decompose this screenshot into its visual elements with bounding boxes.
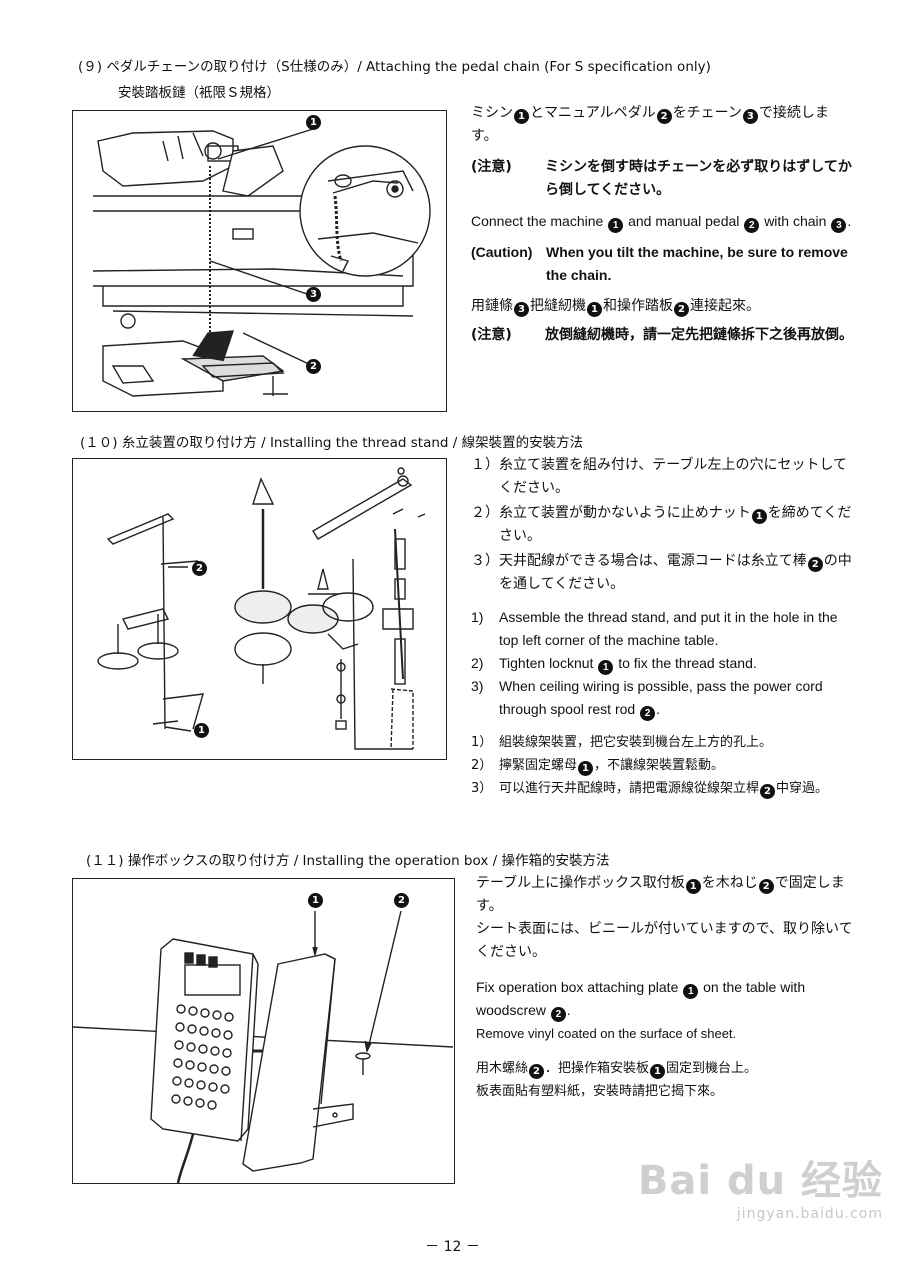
thread-stand-figure: 2 1 [72, 458, 447, 760]
s9-en-para: Connect the machine 1 and manual pedal 2… [471, 213, 852, 233]
s11-en-para2: Remove vinyl coated on the surface of sh… [476, 1026, 737, 1041]
s9-en-caution: (Caution)When you tilt the machine, be s… [471, 244, 848, 283]
callout-1: 1 [306, 115, 321, 130]
callout-2: 2 [394, 893, 409, 908]
callout-2: 2 [192, 561, 207, 576]
callout-2: 2 [306, 359, 321, 374]
s11-zh-para2: 板表面貼有塑料紙，安裝時請把它揭下來。 [476, 1084, 724, 1099]
section-11-title: (１１) 操作ボックスの取り付け方 / Installing the opera… [86, 853, 610, 869]
s10-jp-steps: １）糸立て装置を組み付け、テーブル左上の穴にセットしてください。 ２）糸立て装置… [471, 454, 855, 596]
s11-jp-para2: シート表面には、ビニールが付いていますので、取り除いてください。 [476, 921, 853, 960]
section-10-text: １）糸立て装置を組み付け、テーブル左上の穴にセットしてください。 ２）糸立て装置… [471, 454, 855, 800]
baidu-watermark: Bai du 经验 jingyan.baidu.com [638, 1148, 883, 1222]
watermark-brand: Bai du 经验 [637, 1158, 883, 1204]
callout-3: 3 [306, 287, 321, 302]
page-number: － 12 － [425, 1239, 480, 1255]
section-9-subtitle: 安裝踏板鏈（衹限Ｓ規格） [118, 85, 280, 101]
section-10-title: (１０) 糸立装置の取り付け方 / Installing the thread … [80, 435, 584, 451]
watermark-url: jingyan.baidu.com [736, 1206, 883, 1222]
s10-en-step: 2)Tighten locknut 1 to fix the thread st… [471, 655, 757, 675]
s9-jp-caution: (注意)ミシンを倒す時はチェーンを必ず取りはずしてから倒してください。 [471, 159, 852, 198]
s10-en-steps: 1)Assemble the thread stand, and put it … [471, 606, 855, 721]
callout-1: 1 [194, 723, 209, 738]
pedal-chain-figure: 1 3 2 [72, 110, 447, 412]
s9-zh-caution: (注意)放倒縫紉機時，請一定先把鏈條拆下之後再放倒。 [471, 327, 853, 343]
callout-1: 1 [308, 893, 323, 908]
s10-zh-step: 1）組裝線架裝置，把它安裝到機台左上方的孔上。 [471, 735, 773, 750]
s11-en-para1: Fix operation box attaching plate 1 on t… [476, 979, 806, 1022]
s10-en-step: 1)Assemble the thread stand, and put it … [471, 609, 838, 648]
section-9-title: (９) ペダルチェーンの取り付け（S仕様のみ）/ Attaching the p… [78, 59, 711, 75]
s10-jp-step: １）糸立て装置を組み付け、テーブル左上の穴にセットしてください。 [471, 457, 848, 496]
operation-box-figure: 1 2 [72, 878, 455, 1184]
s10-en-step: 3)When ceiling wiring is possible, pass … [471, 678, 823, 721]
